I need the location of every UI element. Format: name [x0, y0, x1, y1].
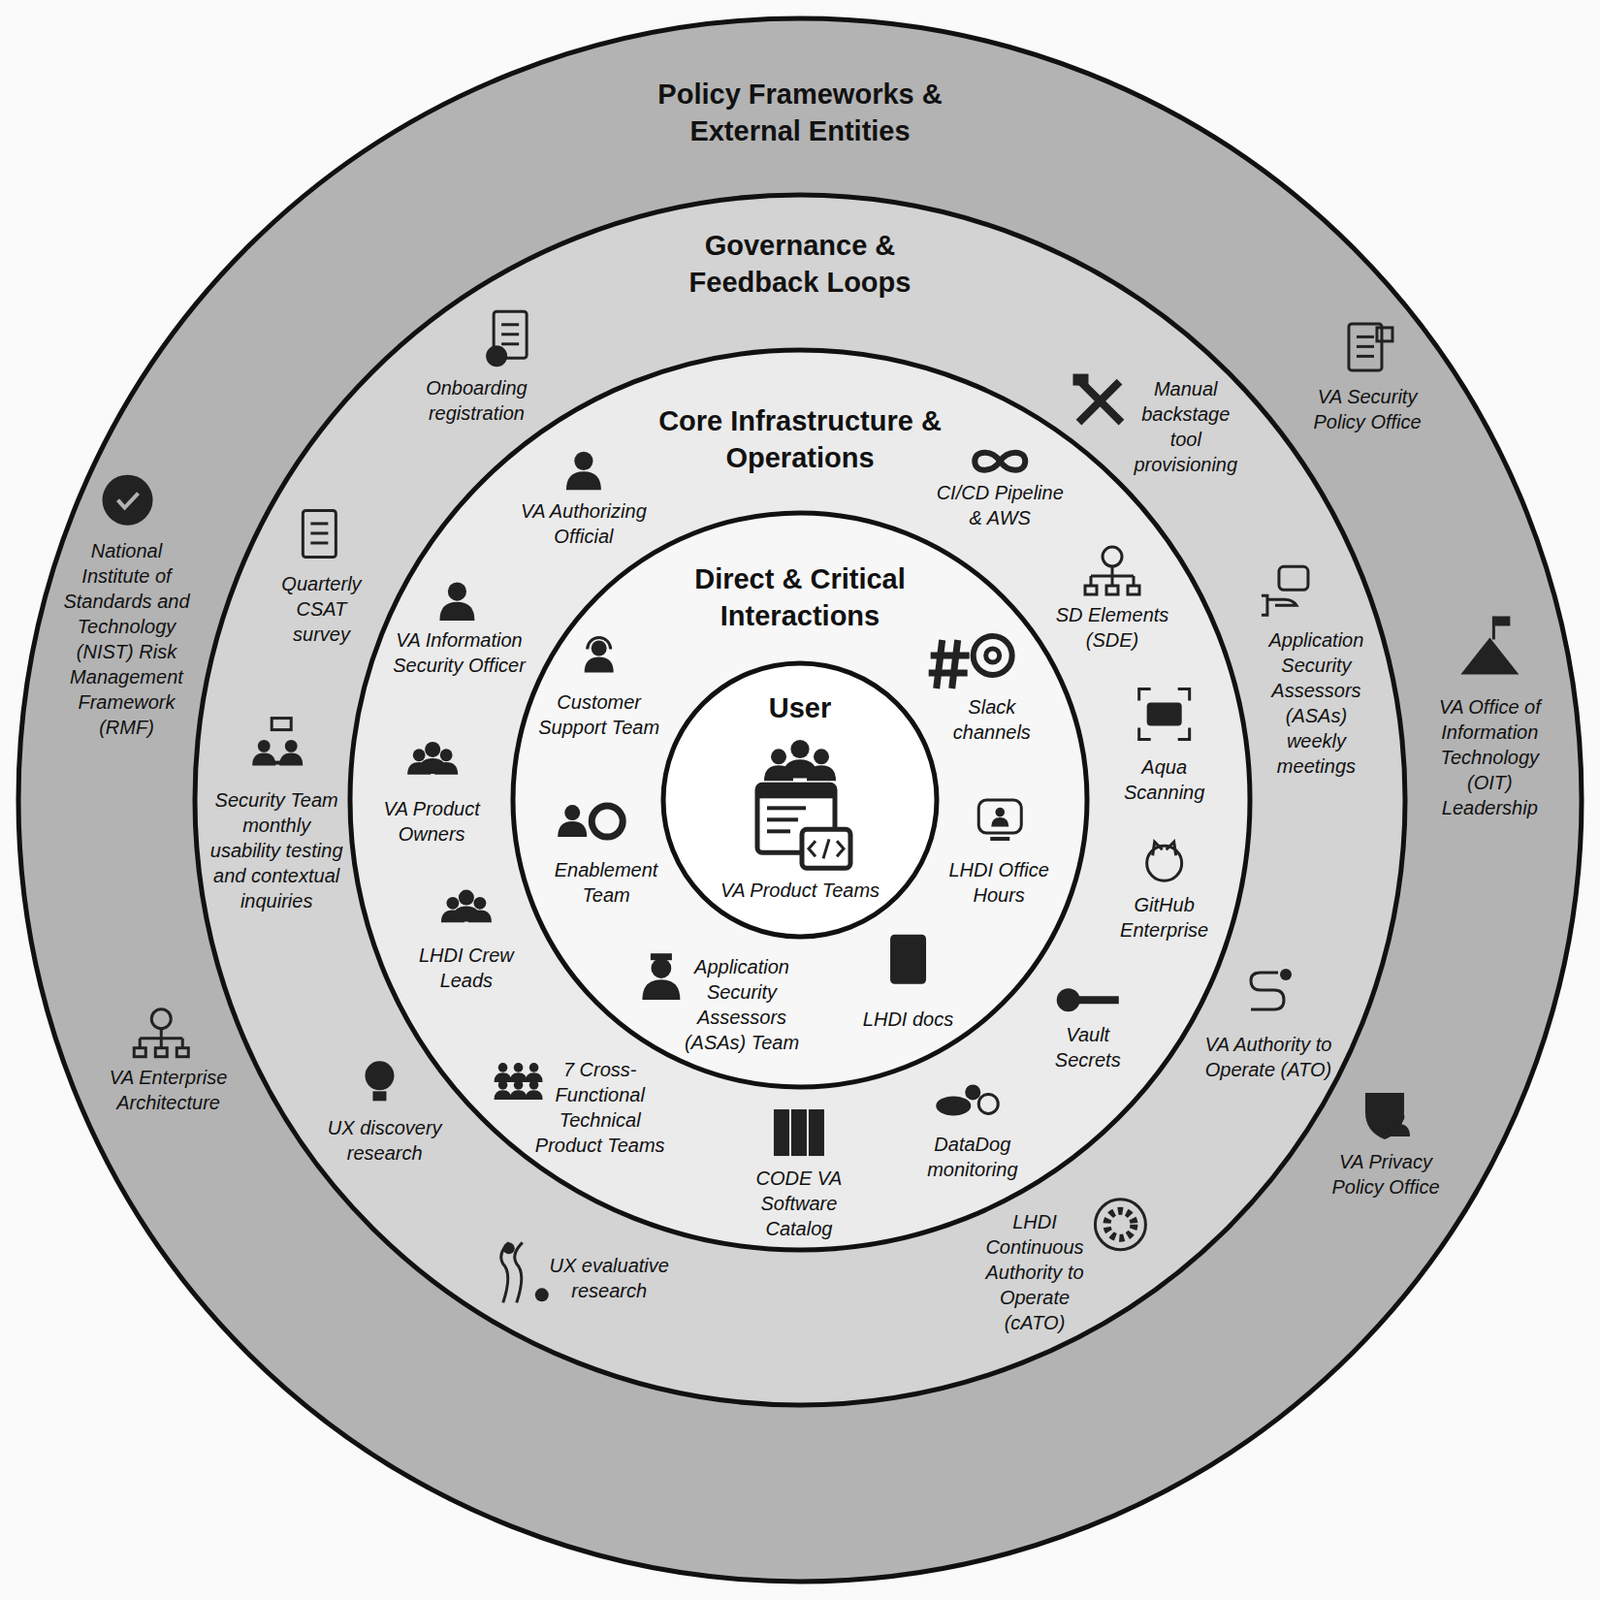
meeting-icon [252, 718, 303, 767]
item-label: UX evaluative research [538, 1252, 681, 1304]
item-label: Enablement Team [544, 857, 668, 908]
team-code-icon [757, 739, 851, 868]
item-label: VA Authorizing Official [507, 498, 661, 549]
item-label: Application Security Assessors (ASAs) we… [1254, 627, 1377, 779]
headset-icon [584, 637, 614, 672]
tools-icon [1072, 374, 1121, 423]
item-label: GitHub Enterprise [1108, 892, 1221, 943]
item-label: VA Information Security Officer [383, 627, 537, 678]
dog-icon [935, 1084, 998, 1116]
item-label: SD Elements (SDE) [1046, 602, 1180, 653]
mountain-icon [1460, 615, 1519, 674]
checklist-icon [302, 510, 336, 557]
item-label: Aqua Scanning [1108, 754, 1221, 805]
item-label: VA Product Owners [370, 796, 493, 847]
item-label: DataDog monitoring [911, 1131, 1034, 1183]
item-label: CI/CD Pipeline & AWS [928, 480, 1072, 531]
ring-heading: User [654, 689, 946, 727]
bulb-icon [364, 1060, 394, 1101]
item-label: Manual backstage tool provisioning [1124, 376, 1248, 478]
item-label: Security Team monthly usability testing … [205, 787, 349, 914]
item-label: Quarterly CSAT survey [265, 571, 379, 647]
crowd-icon [494, 1062, 544, 1100]
doclock-icon [1348, 323, 1393, 371]
item-label: National Institute of Standards and Tech… [60, 538, 193, 740]
item-label: Slack channels [940, 694, 1043, 745]
item-label: Application Security Assessors (ASAs) Te… [680, 954, 803, 1056]
ring-heading: Governance & Feedback Loops [654, 226, 946, 301]
handcheck-icon [1261, 566, 1309, 615]
gear-icon [1094, 1199, 1146, 1250]
road-icon [501, 1242, 549, 1303]
ring-heading: Policy Frameworks & External Entities [654, 75, 946, 150]
item-label: VA Office of Information Technology (OIT… [1423, 694, 1557, 821]
item-label: LHDI Continuous Authority to Operate (cA… [973, 1209, 1096, 1336]
item-label: LHDI docs [852, 1006, 965, 1032]
scan-icon [1139, 689, 1190, 740]
item-label: CODE VA Software Catalog [742, 1165, 856, 1242]
docs-icon [892, 935, 926, 983]
badge-icon [102, 475, 154, 526]
item-label: VA Privacy Policy Office [1319, 1149, 1453, 1200]
group-icon [407, 741, 458, 775]
ring-heading: Direct & Critical Interactions [654, 560, 946, 635]
github-icon [1147, 841, 1183, 881]
item-label: Vault Secrets [1041, 1022, 1134, 1073]
item-label: 7 Cross-Functional Technical Product Tea… [528, 1056, 672, 1158]
person-icon [439, 581, 475, 621]
shieldperson-icon [1365, 1092, 1410, 1140]
group-icon [441, 890, 492, 924]
route-icon [1250, 968, 1292, 1010]
item-label: VA Authority to Operate (ATO) [1202, 1031, 1336, 1083]
officer-icon [641, 953, 680, 1000]
hash-icon [928, 636, 1013, 689]
server-icon [773, 1109, 825, 1156]
item-label: LHDI Office Hours [937, 857, 1060, 908]
infinity-icon [974, 452, 1025, 471]
person-icon [566, 451, 602, 491]
item-label: UX discovery research [313, 1115, 456, 1166]
item-label: VA Enterprise Architecture [96, 1064, 240, 1116]
network-icon [133, 1009, 189, 1057]
item-label: VA Security Policy Office [1301, 384, 1435, 435]
lifebuoy-icon [557, 804, 623, 837]
monitor-icon [978, 800, 1022, 841]
node-caption: VA Product Teams [654, 877, 946, 903]
docadd-icon [485, 311, 527, 367]
key-icon [1056, 988, 1120, 1012]
item-label: Onboarding registration [410, 375, 544, 426]
dbnet-icon [1085, 546, 1140, 595]
item-label: Customer Support Team [527, 689, 671, 740]
ring-heading: Core Infrastructure & Operations [654, 402, 946, 477]
item-label: LHDI Crew Leads [405, 942, 528, 993]
